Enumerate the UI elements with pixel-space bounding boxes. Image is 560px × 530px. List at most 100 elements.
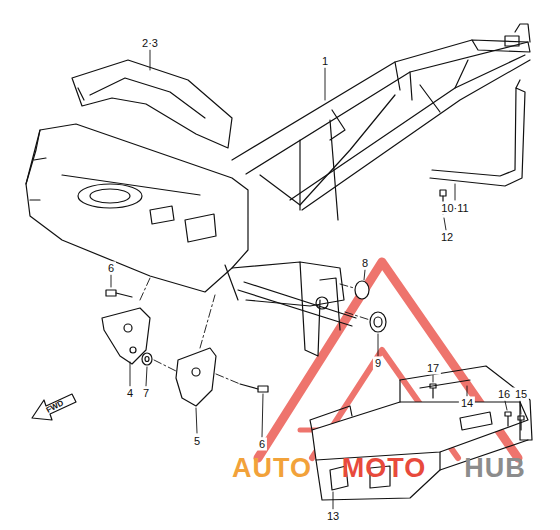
callout-number: 16 [496,388,512,401]
bushing [374,317,382,327]
leader-line [433,375,434,382]
callout-number: 7 [141,387,151,400]
engine-bracket [130,347,136,353]
leader-line [364,270,365,280]
main-spar [26,124,248,292]
callout-number: 17 [425,362,441,375]
seat-rail-bracket [516,80,520,88]
main-frame-rails [420,85,440,112]
assembly-line [140,278,150,300]
washer [145,357,149,362]
swingarm-pivot [225,262,356,356]
engine-bracket [192,368,200,376]
leader-line [262,394,263,437]
swingarm-pivot [300,262,320,356]
main-spar [90,189,130,203]
main-spar [62,175,200,195]
watermark: HUB [462,454,528,483]
callout-number: 2·3 [140,37,160,50]
leader-line [378,334,379,356]
main-frame-rails [302,60,530,210]
callout-number: 15 [513,388,529,401]
leader-line [150,50,151,70]
seat-rail-bracket [430,80,525,186]
swingarm-pivot [320,278,340,330]
main-frame-rails [395,62,400,90]
bushing [370,312,386,332]
callout-number: 9 [373,357,383,370]
washer [142,353,152,365]
leader-line [444,218,446,230]
callout-number: 8 [360,257,370,270]
main-frame-rails [515,24,530,42]
frame-cover [78,88,84,100]
washer [142,353,152,365]
direction-label: FWD [43,397,67,416]
main-frame-rails [232,40,472,160]
leader-line [196,408,197,433]
assembly-line [154,360,178,372]
callout-number: 12 [439,231,455,244]
main-spar [26,130,40,184]
leader-line [325,68,326,100]
battery-tray [316,452,440,500]
frame-illustration [26,24,532,509]
main-spar [185,214,216,242]
bushing [355,281,369,299]
bolt [240,384,258,389]
screw [430,384,436,398]
swingarm-pivot [225,265,238,300]
leader-line [111,275,112,287]
assembly-line [200,295,215,348]
leader-line [467,386,468,396]
callout-number: 6 [106,262,116,275]
leader-line [455,184,456,200]
main-frame-rails [260,95,395,205]
bolt [106,290,132,297]
callout-number: 13 [325,510,341,523]
bolt [440,190,446,196]
watermark: MOTO [340,454,429,483]
swingarm-pivot [316,297,328,309]
main-frame-rails [455,60,468,88]
main-spar [26,124,248,292]
watermark: AUTO [230,454,314,483]
callout-number: 6 [257,438,267,451]
bolt [116,293,132,297]
bolt [240,384,268,392]
main-frame-rails [410,72,412,100]
main-frame-rails [290,55,525,200]
leader-line [333,492,334,509]
callout-number: 1 [320,55,330,68]
leader-line [111,50,521,509]
leader-line [146,367,147,386]
assembly-line [345,312,370,320]
engine-bracket [176,348,216,406]
assembly-line [140,278,370,384]
seat-rail-bracket [430,88,525,186]
callout-number: 14 [459,397,475,410]
assembly-line [340,284,354,288]
callout-number: 5 [192,435,202,448]
battery-tray [420,380,470,388]
callout-number: 10·11 [439,202,470,215]
leader-line [130,362,131,386]
callout-number: 4 [125,387,135,400]
engine-bracket [176,348,216,406]
battery-tray [399,380,400,402]
main-frame-rails [330,110,345,140]
main-frame-rails [232,24,530,220]
screw [518,416,524,430]
battery-tray [310,406,352,430]
frame-cover [90,78,205,118]
screw [430,384,524,430]
main-spar [78,184,142,208]
bolt [258,386,268,392]
main-frame-rails [299,140,300,210]
assembly-line [216,374,240,384]
forward-arrow [32,394,76,420]
bolt [106,290,116,296]
main-spar [30,158,46,200]
